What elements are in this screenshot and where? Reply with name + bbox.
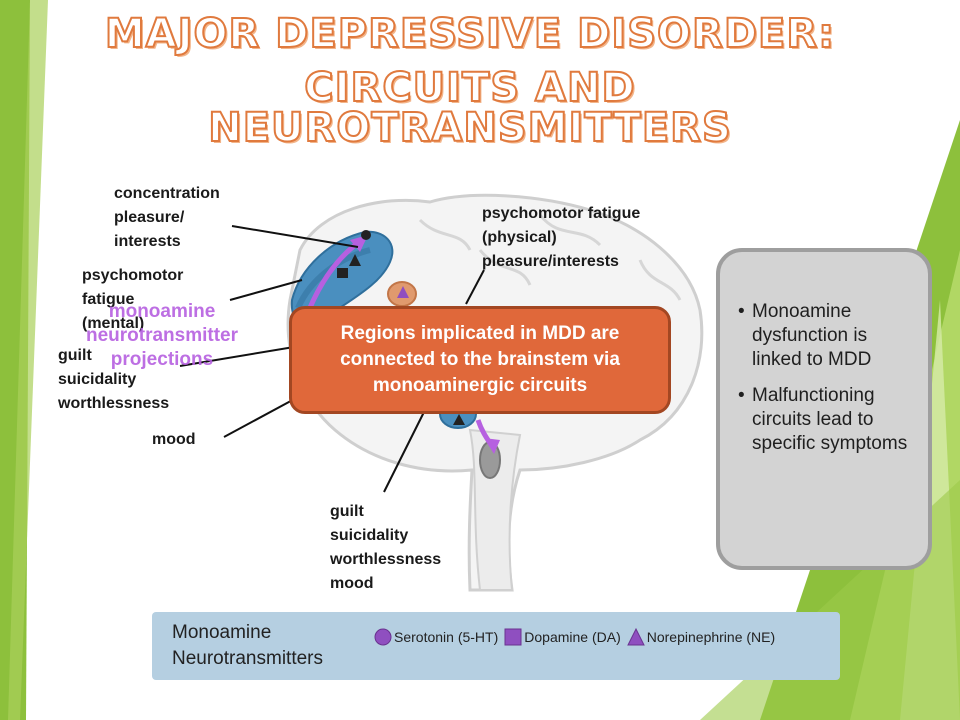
brain-fold-1	[418, 218, 472, 251]
arrowhead-brainstem	[484, 438, 500, 454]
bullet-item: • Malfunctioning circuits lead to specif…	[738, 384, 914, 456]
label-psychomotor-mental: psychomotor fatigue (mental)	[82, 267, 184, 332]
leader-mood-left	[223, 395, 301, 438]
bullet-item: • Monoamine dysfunction is linked to MDD	[738, 300, 914, 372]
label-psychomotor-physical: psychomotor fatigue (physical) pleasure/…	[482, 205, 641, 270]
legend-item-norepinephrine: Norepinephrine (NE)	[626, 628, 776, 646]
bullet-text: Monoamine dysfunction is linked to MDD	[752, 301, 872, 370]
leader-psychomotor-mental	[229, 279, 303, 301]
legend-title: Monoamine Neurotransmitters	[172, 622, 323, 669]
prefrontal-shadow	[295, 247, 371, 310]
leader-psychomotor-physical	[465, 269, 485, 305]
slide-title-line1: MAJOR DEPRESSIVE DISORDER:	[104, 11, 836, 57]
legend-label-dopamine: Dopamine (DA)	[524, 629, 621, 645]
leader-guilt-left	[179, 345, 301, 367]
legend-label-norepinephrine: Norepinephrine (NE)	[646, 629, 776, 645]
label-guilt-left: guilt suicidality worthlessness	[58, 347, 170, 412]
label-mood-left: mood	[152, 431, 196, 448]
brain-fold-2	[538, 214, 602, 247]
bullet-dot: •	[738, 301, 745, 322]
bullet-text: Malfunctioning circuits lead to specific…	[752, 385, 908, 454]
legend-item-serotonin: Serotonin (5-HT)	[374, 628, 498, 646]
side-panel: • Monoamine dysfunction is linked to MDD…	[716, 248, 932, 570]
dopamine-marker	[337, 268, 348, 278]
norepinephrine-marker-1	[349, 254, 361, 266]
callout-box: Regions implicated in MDD are connected …	[289, 306, 671, 414]
label-concentration-pleasure: concentration pleasure/ interests	[114, 185, 220, 250]
legend-box: Monoamine Neurotransmitters Serotonin (5…	[152, 612, 840, 680]
triangle-icon	[626, 628, 645, 646]
projection-label: monoamine neurotransmitter projections	[85, 301, 239, 370]
norepinephrine-marker-3	[453, 414, 465, 425]
norepinephrine-marker-2	[397, 286, 409, 298]
serotonin-marker	[361, 230, 371, 240]
square-icon	[504, 628, 522, 646]
leader-guilt-bottom	[383, 411, 425, 493]
legend-item-dopamine: Dopamine (DA)	[504, 628, 621, 646]
leader-concentration	[231, 225, 359, 248]
bullet-dot: •	[738, 385, 745, 406]
green-left-stripe	[8, 0, 48, 720]
slide-title-line2: CIRCUITS AND NEUROTRANSMITTERS	[207, 65, 732, 151]
brain-fold-4	[478, 249, 532, 286]
label-guilt-bottom: guilt suicidality worthlessness mood	[330, 503, 442, 592]
legend-label-serotonin: Serotonin (5-HT)	[394, 629, 499, 645]
circle-icon	[374, 628, 392, 646]
callout-text: Regions implicated in MDD are connected …	[340, 323, 620, 396]
legend-items: Serotonin (5-HT) Dopamine (DA) Norepinep…	[374, 628, 779, 646]
brain-fold-3	[638, 259, 682, 301]
